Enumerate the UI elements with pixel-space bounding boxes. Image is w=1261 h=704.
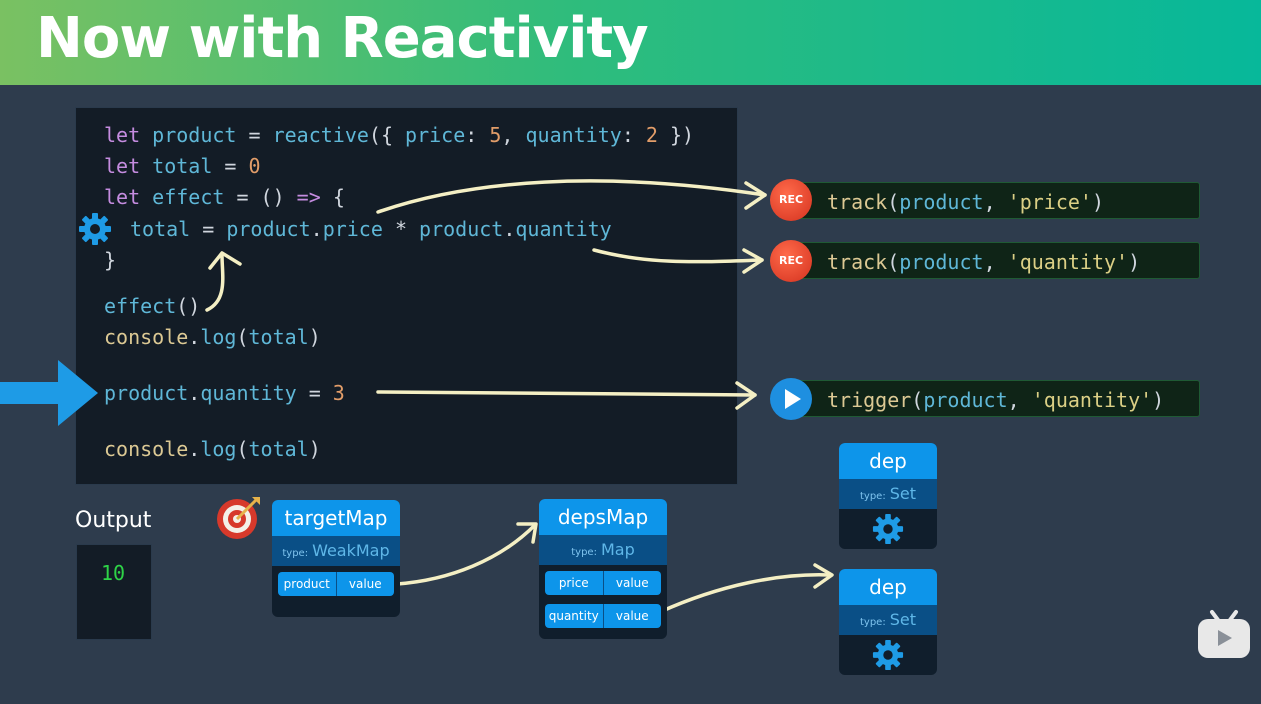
dep-card: dep type:Set bbox=[839, 569, 937, 675]
code-line-2: let total = 0 bbox=[104, 154, 261, 178]
depsmap-type: type:Map bbox=[539, 535, 667, 565]
slide-title: Now with Reactivity bbox=[36, 6, 649, 71]
arrow-targetmap-to-depsmap bbox=[395, 523, 537, 586]
targetmap-card: targetMap type:WeakMap product value bbox=[272, 500, 400, 617]
arrow-to-track-price bbox=[376, 179, 767, 214]
dep-title: dep bbox=[839, 443, 937, 479]
depsmap-row-quantity: quantity value bbox=[545, 604, 661, 628]
target-icon bbox=[216, 495, 262, 545]
track-quantity-call: track(product, 'quantity') bbox=[795, 242, 1200, 279]
dep-title: dep bbox=[839, 569, 937, 605]
arrow-to-track-quantity bbox=[592, 248, 764, 264]
arrow-depsmap-to-dep bbox=[658, 573, 832, 614]
code-line-1: let product = reactive({ price: 5, quant… bbox=[104, 123, 695, 147]
current-line-arrow-icon bbox=[0, 360, 98, 426]
arrow-effect-call bbox=[205, 253, 225, 312]
arrow-to-trigger bbox=[376, 390, 757, 397]
code-panel bbox=[75, 107, 738, 485]
code-line-3: let effect = () => { bbox=[104, 185, 345, 209]
targetmap-title: targetMap bbox=[272, 500, 400, 536]
code-line-5: } bbox=[104, 248, 117, 272]
output-value: 10 bbox=[101, 561, 126, 585]
gear-icon bbox=[872, 513, 904, 549]
gear-icon bbox=[78, 212, 112, 250]
dep-type: type:Set bbox=[839, 605, 937, 635]
gear-icon bbox=[872, 639, 904, 675]
depsmap-card: depsMap type:Map price value quantity va… bbox=[539, 499, 667, 639]
output-label: Output bbox=[75, 508, 152, 533]
rec-badge: REC bbox=[770, 240, 812, 282]
depsmap-title: depsMap bbox=[539, 499, 667, 535]
targetmap-row-product: product value bbox=[278, 572, 394, 596]
rec-badge: REC bbox=[770, 179, 812, 221]
code-line-6: effect() bbox=[104, 294, 201, 318]
trigger-quantity-call: trigger(product, 'quantity') bbox=[795, 380, 1200, 417]
code-line-4: total = product.price * product.quantity bbox=[130, 217, 612, 241]
code-line-8: product.quantity = 3 bbox=[104, 381, 345, 405]
dep-card: dep type:Set bbox=[839, 443, 937, 549]
code-line-7: console.log(total) bbox=[104, 325, 321, 349]
tv-logo-icon bbox=[1196, 608, 1252, 664]
depsmap-row-price: price value bbox=[545, 571, 661, 595]
output-box: 10 bbox=[76, 544, 152, 640]
play-icon bbox=[770, 378, 812, 420]
dep-type: type:Set bbox=[839, 479, 937, 509]
track-price-call: track(product, 'price') bbox=[795, 182, 1200, 219]
code-line-9: console.log(total) bbox=[104, 437, 321, 461]
targetmap-type: type:WeakMap bbox=[272, 536, 400, 566]
title-banner: Now with Reactivity bbox=[0, 0, 1261, 85]
